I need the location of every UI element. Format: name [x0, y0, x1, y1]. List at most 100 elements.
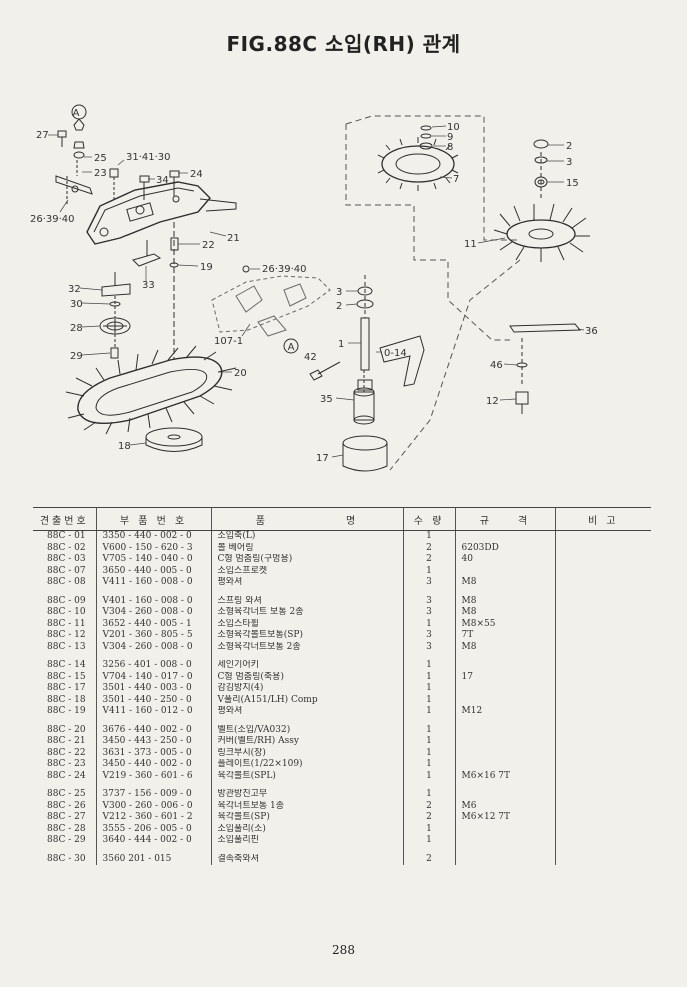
part-no-cell: V704 - 140 - 017 - 0: [95, 671, 211, 683]
remarks-cell: [554, 554, 651, 566]
qty-cell: 1: [402, 759, 455, 771]
part-name-cell: 소형육각볼트보통(SP): [210, 630, 403, 642]
qty-cell: 2: [402, 853, 455, 865]
ref-no-cell: 88C - 30: [47, 853, 86, 864]
frame-107-1-drawing: [211, 275, 331, 337]
remarks-cell: [554, 671, 651, 683]
qty-cell: 1: [402, 530, 455, 543]
remarks-cell: [554, 660, 651, 672]
callout-8: 8: [447, 142, 453, 153]
table-header-row: 견출번호 부 품 번 호 품 명 수 량 규 격 비 고: [33, 507, 651, 531]
sprocket-7-drawing: [377, 137, 459, 191]
spec-cell: 17: [454, 671, 555, 683]
spacer-cell: [402, 846, 455, 854]
remarks-cell: [554, 835, 651, 847]
part-no-cell: V705 - 140 - 040 - 0: [95, 554, 211, 566]
spec-cell: [454, 660, 555, 672]
remarks-cell: [554, 724, 651, 736]
spec-cell: M8: [454, 641, 555, 653]
remarks-cell: [554, 542, 651, 554]
part-no-cell: 3256 - 401 - 008 - 0: [95, 660, 211, 672]
remarks-cell: [554, 530, 651, 543]
qty-cell: 1: [402, 789, 455, 801]
spec-cell: [454, 724, 555, 736]
ref-no-cell: 88C - 26: [47, 800, 86, 811]
callout-28: 28: [70, 323, 83, 334]
spec-cell: M12: [454, 706, 555, 718]
spec-cell: [454, 853, 555, 865]
spacer-cell: [210, 717, 403, 725]
ref-no-cell: 88C - 09: [47, 595, 86, 606]
spec-cell: M8: [454, 607, 555, 619]
part-name-cell: 소입축(L): [210, 530, 403, 543]
qty-cell: 3: [402, 607, 455, 619]
part-no-cell: 3676 - 440 - 002 - 0: [95, 724, 211, 736]
callout-A-bottom: A: [288, 342, 295, 353]
spacer-cell: [95, 653, 211, 660]
callout-20: 20: [234, 368, 247, 379]
header-part-no: 부 품 번 호: [95, 507, 211, 531]
remarks-cell: [554, 770, 651, 782]
part-no-cell: V401 - 160 - 008 - 0: [95, 595, 211, 607]
spacer-cell: [402, 588, 455, 596]
ref-no-cell: 88C - 12: [47, 630, 86, 640]
remarks-cell: [554, 565, 651, 577]
part-name-cell: 소입풀리핀: [210, 835, 403, 847]
spacer-cell: [402, 653, 455, 660]
part-name-cell: 소입스타휠: [210, 618, 403, 630]
spacer-cell: [554, 653, 651, 660]
remarks-cell: [554, 823, 651, 835]
spacer-cell: [454, 653, 555, 660]
part-no-cell: 3555 - 206 - 005 - 0: [95, 823, 211, 835]
shaft-assembly-drawing: [353, 275, 425, 425]
part-name-cell: 소입스프로켓: [210, 565, 403, 577]
group-spacer: [33, 588, 651, 596]
ref-no-cell: 88C - 11: [47, 618, 86, 629]
remarks-cell: [554, 694, 651, 706]
part-name-cell: 벨트(소입/VA032): [210, 724, 403, 736]
ref-no-cell: 88C - 28: [47, 823, 86, 834]
callout-29: 29: [70, 351, 83, 362]
group-spacer: [33, 717, 651, 725]
remarks-cell: [554, 789, 651, 801]
callout-A-top: A: [73, 108, 80, 119]
ref-no-cell: 88C - 20: [47, 724, 86, 735]
remarks-cell: [554, 812, 651, 824]
part-no-cell: 3450 - 443 - 250 - 0: [95, 736, 211, 748]
qty-cell: 1: [402, 706, 455, 718]
ref-no-cell: 88C - 29: [47, 835, 86, 845]
qty-cell: 1: [402, 835, 455, 847]
remarks-cell: [554, 706, 651, 718]
callout-24: 24: [190, 169, 203, 180]
part-name-cell: 소입풀리(소): [210, 823, 403, 835]
qty-cell: 1: [402, 565, 455, 577]
header-remarks: 비 고: [554, 507, 651, 531]
callout-15: 15: [566, 178, 579, 189]
part-name-cell: C형 멈춤링(축용): [210, 671, 403, 683]
remarks-cell: [554, 577, 651, 589]
part-no-cell: 3652 - 440 - 005 - 1: [95, 618, 211, 630]
spacer-cell: [554, 588, 651, 596]
part-no-cell: 3631 - 373 - 005 - 0: [95, 747, 211, 759]
header-ref-no: 견출번호: [33, 507, 96, 531]
callout-33: 33: [142, 280, 155, 291]
spacer-cell: [210, 846, 403, 854]
part-name-cell: 평와셔: [210, 577, 403, 589]
remarks-cell: [554, 607, 651, 619]
ref-no-cell: 88C - 02: [47, 542, 86, 553]
ref-no-cell: 88C - 22: [47, 747, 86, 758]
remarks-cell: [554, 595, 651, 607]
spacer-cell: [210, 782, 403, 789]
